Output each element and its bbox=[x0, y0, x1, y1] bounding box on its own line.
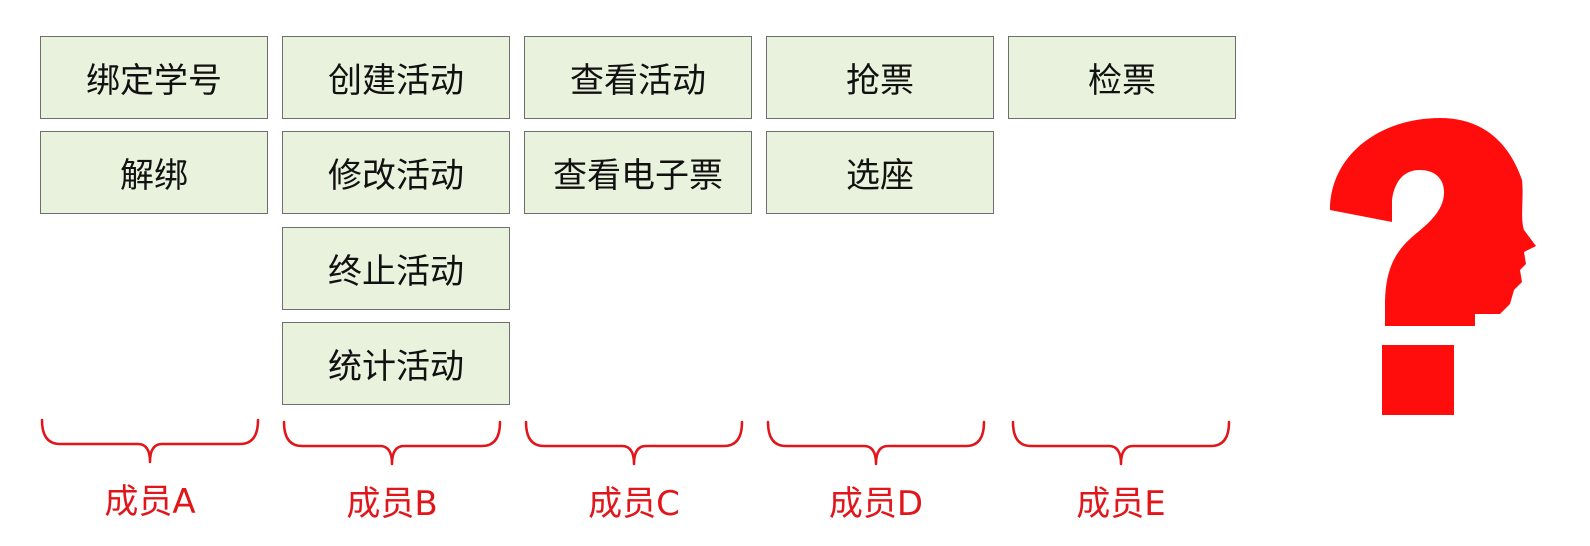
task-box-terminate-activity: 终止活动 bbox=[282, 227, 510, 310]
task-box-check-ticket: 检票 bbox=[1008, 36, 1236, 119]
task-box-view-e-ticket: 查看电子票 bbox=[524, 131, 752, 214]
task-box-unbind: 解绑 bbox=[40, 131, 268, 214]
task-box-statistics-activity: 统计活动 bbox=[282, 322, 510, 405]
member-label-b: 成员B bbox=[346, 484, 438, 524]
member-label-d: 成员D bbox=[828, 484, 924, 524]
member-label-c: 成员C bbox=[588, 484, 680, 524]
bracket-member-e bbox=[1011, 420, 1231, 466]
task-box-modify-activity: 修改活动 bbox=[282, 131, 510, 214]
task-box-grab-ticket: 抢票 bbox=[766, 36, 994, 119]
bracket-member-b bbox=[282, 420, 502, 466]
task-box-select-seat: 选座 bbox=[766, 131, 994, 214]
member-label-e: 成员E bbox=[1076, 484, 1166, 524]
bracket-member-d bbox=[766, 420, 986, 466]
task-box-bind-student-id: 绑定学号 bbox=[40, 36, 268, 119]
question-mark-head-icon bbox=[1330, 118, 1536, 415]
bracket-member-c bbox=[524, 420, 744, 466]
task-box-view-activity: 查看活动 bbox=[524, 36, 752, 119]
bracket-member-a bbox=[40, 418, 260, 464]
task-box-create-activity: 创建活动 bbox=[282, 36, 510, 119]
member-label-a: 成员A bbox=[104, 482, 196, 522]
